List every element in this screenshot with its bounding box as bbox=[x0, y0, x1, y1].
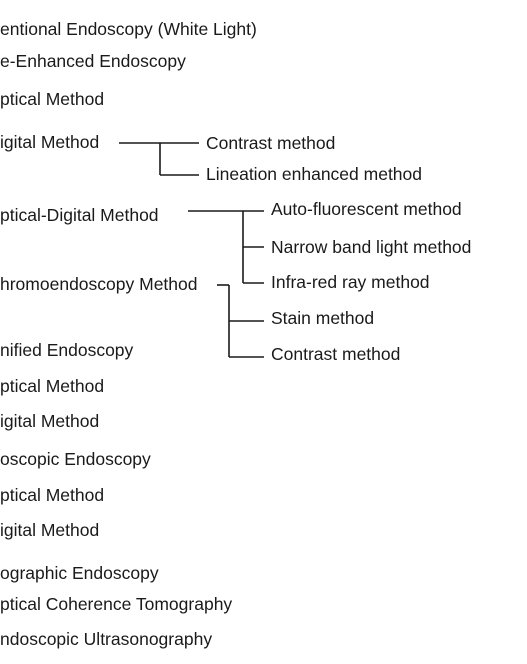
label-endoscopic-ultrasonography: ndoscopic Ultrasonography bbox=[0, 629, 213, 649]
label-contrast-method-chromo: Contrast method bbox=[271, 344, 401, 364]
label-lineation-enhanced-method: Lineation enhanced method bbox=[206, 164, 423, 184]
label-stain-method: Stain method bbox=[271, 308, 375, 328]
label-optical-coherence-tomography: ptical Coherence Tomography bbox=[0, 594, 233, 614]
label-infra-red-ray-method: Infra-red ray method bbox=[271, 272, 430, 292]
label-microscopic-digital-method: igital Method bbox=[0, 520, 100, 540]
label-magnified-endoscopy: nified Endoscopy bbox=[0, 340, 134, 360]
label-optical-method: ptical Method bbox=[0, 89, 105, 109]
label-auto-fluorescent-method: Auto-fluorescent method bbox=[271, 199, 462, 219]
label-magnified-digital-method: igital Method bbox=[0, 411, 100, 431]
label-chromoendoscopy-method: hromoendoscopy Method bbox=[0, 274, 198, 294]
label-microscopic-optical-method: ptical Method bbox=[0, 485, 105, 505]
label-image-enhanced-endoscopy: e-Enhanced Endoscopy bbox=[0, 51, 186, 71]
label-optical-digital-method: ptical-Digital Method bbox=[0, 205, 159, 225]
label-conventional-endoscopy: entional Endoscopy (White Light) bbox=[0, 19, 257, 39]
label-narrow-band-light-method: Narrow band light method bbox=[271, 237, 472, 257]
label-magnified-optical-method: ptical Method bbox=[0, 376, 105, 396]
label-contrast-method: Contrast method bbox=[206, 133, 336, 153]
label-digital-method: igital Method bbox=[0, 132, 100, 152]
label-microscopic-endoscopy: oscopic Endoscopy bbox=[0, 449, 151, 469]
label-tomographic-endoscopy: ographic Endoscopy bbox=[0, 563, 159, 583]
